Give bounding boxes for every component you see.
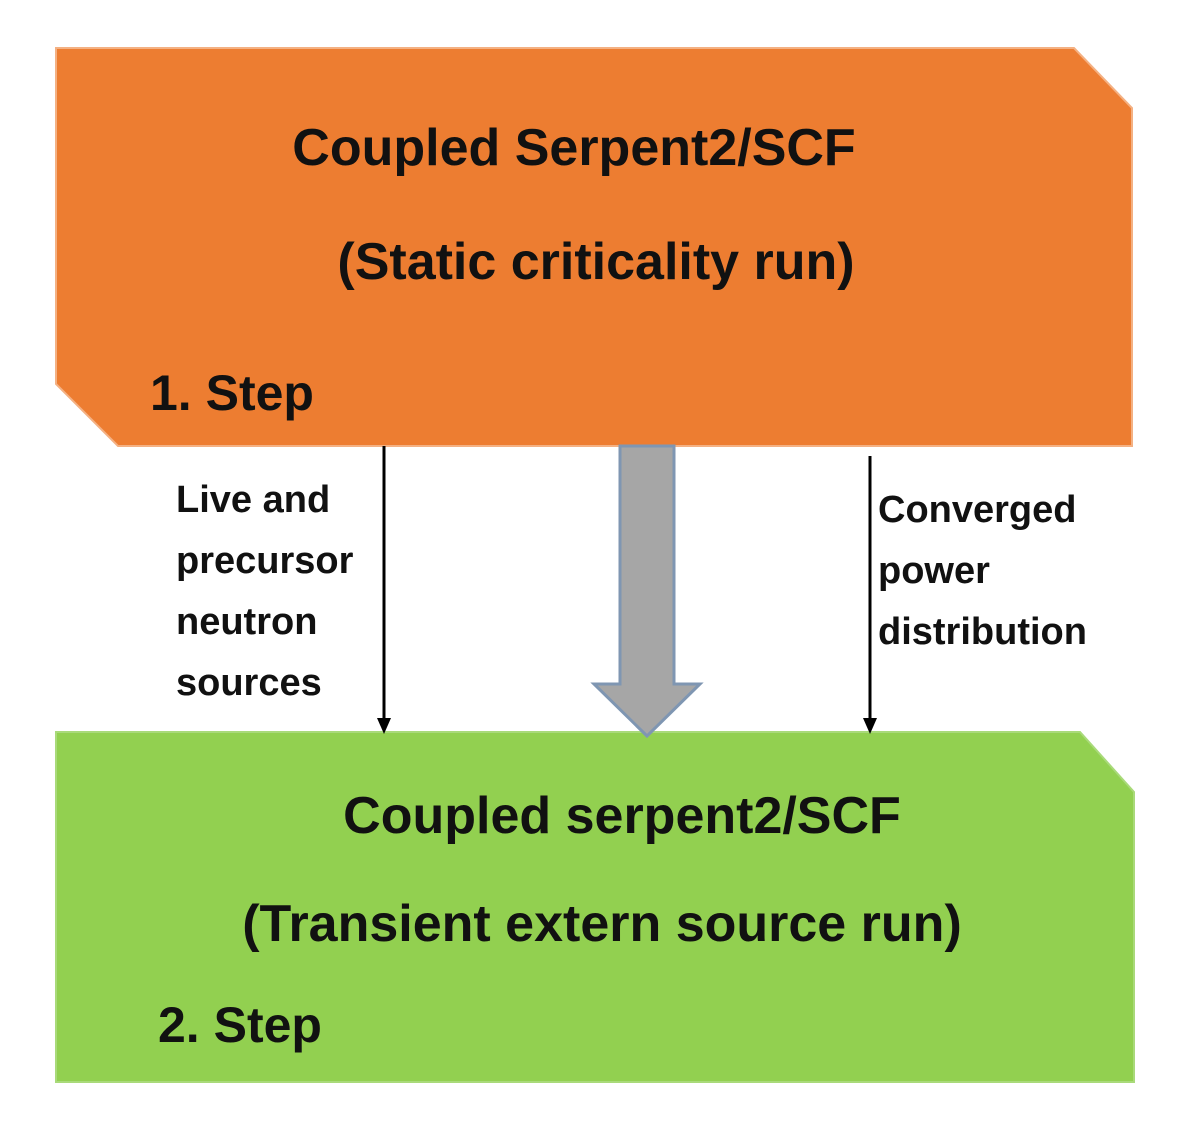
- left-transfer-label: Live and precursor neutron sources: [176, 470, 353, 714]
- step2-title: Coupled serpent2/SCF: [343, 787, 901, 845]
- right-transfer-line: Converged: [878, 489, 1077, 531]
- step2-subtitle: (Transient extern source run): [242, 895, 962, 953]
- left-transfer-line: sources: [176, 662, 322, 704]
- main-flow-arrow: [590, 444, 704, 739]
- step1-subtitle: (Static criticality run): [337, 233, 855, 291]
- left-transfer-line: neutron: [176, 601, 318, 643]
- step2-box: [55, 731, 1135, 1083]
- step1-title: Coupled Serpent2/SCF: [292, 119, 856, 177]
- left-transfer-arrowhead: [377, 718, 391, 734]
- right-transfer-line: distribution: [878, 611, 1087, 653]
- left-transfer-line: precursor: [176, 540, 354, 582]
- right-transfer-line: power: [878, 550, 990, 592]
- step1-box: [55, 47, 1133, 447]
- step1-label: 1. Step: [150, 365, 314, 421]
- step2-label: 2. Step: [158, 997, 322, 1053]
- left-transfer-line: Live and: [176, 479, 331, 521]
- right-transfer-arrowhead: [863, 718, 877, 734]
- right-transfer-label: Converged power distribution: [878, 480, 1087, 663]
